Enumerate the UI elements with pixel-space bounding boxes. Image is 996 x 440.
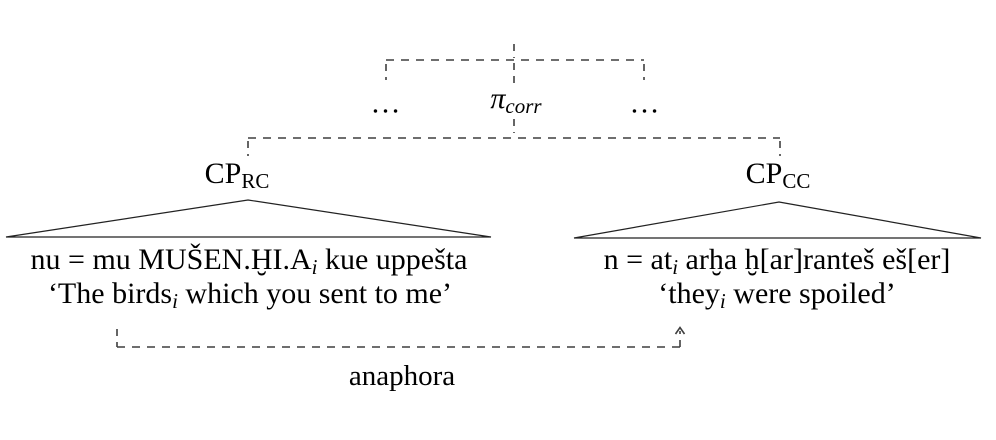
left-clause-gloss: ‘The birdsi which you sent to me’	[48, 277, 452, 313]
right-clause-gloss: ‘theyi were spoiled’	[658, 277, 895, 313]
cp-cc-subscript: CC	[782, 168, 811, 193]
anaphora-arrow	[116, 326, 686, 348]
ellipsis-left: …	[370, 86, 402, 120]
anaphora-label: anaphora	[348, 360, 456, 393]
pi-subscript: corr	[505, 93, 542, 118]
left-clause-triangle	[5, 199, 492, 238]
right-gloss-index: i	[719, 288, 726, 313]
right-clause-phrase: n = ati arḫa ḫ[ar]ranteš eš[er]	[604, 243, 951, 279]
right-clause-triangle	[573, 201, 982, 239]
left-gloss-post: which you sent to me’	[177, 277, 453, 311]
cp-rc-base: CP	[204, 157, 242, 191]
right-phrase-pre: n = at	[603, 243, 673, 277]
left-phrase-index: i	[311, 254, 318, 279]
left-clause-phrase: nu = mu MUŠEN.ḪI.Ai kue uppešta	[31, 243, 468, 279]
left-gloss-pre: ‘The birds	[47, 277, 173, 311]
pi-symbol: π	[490, 82, 506, 116]
cp-rc-label: CPRC	[205, 157, 270, 193]
cp-rc-subscript: RC	[241, 168, 270, 193]
right-phrase-index: i	[672, 254, 679, 279]
right-gloss-post: were spoiled’	[725, 277, 896, 311]
anaphora-arrowhead-icon	[674, 326, 686, 335]
left-gloss-index: i	[172, 288, 178, 313]
pi-corr-node: πcorr	[490, 82, 541, 118]
pi-to-cp-dashed-bracket	[247, 119, 781, 156]
ellipsis-right: …	[629, 86, 661, 120]
left-phrase-post: kue uppešta	[317, 243, 468, 277]
right-phrase-post: arḫa ḫ[ar]ranteš eš[er]	[678, 243, 951, 277]
cp-cc-base: CP	[745, 157, 783, 191]
cp-cc-label: CPCC	[746, 157, 811, 193]
right-gloss-pre: ‘they	[658, 277, 720, 311]
top-dashed-bracket	[385, 44, 645, 84]
left-phrase-pre: nu = mu MUŠEN.ḪI.A	[30, 243, 312, 277]
